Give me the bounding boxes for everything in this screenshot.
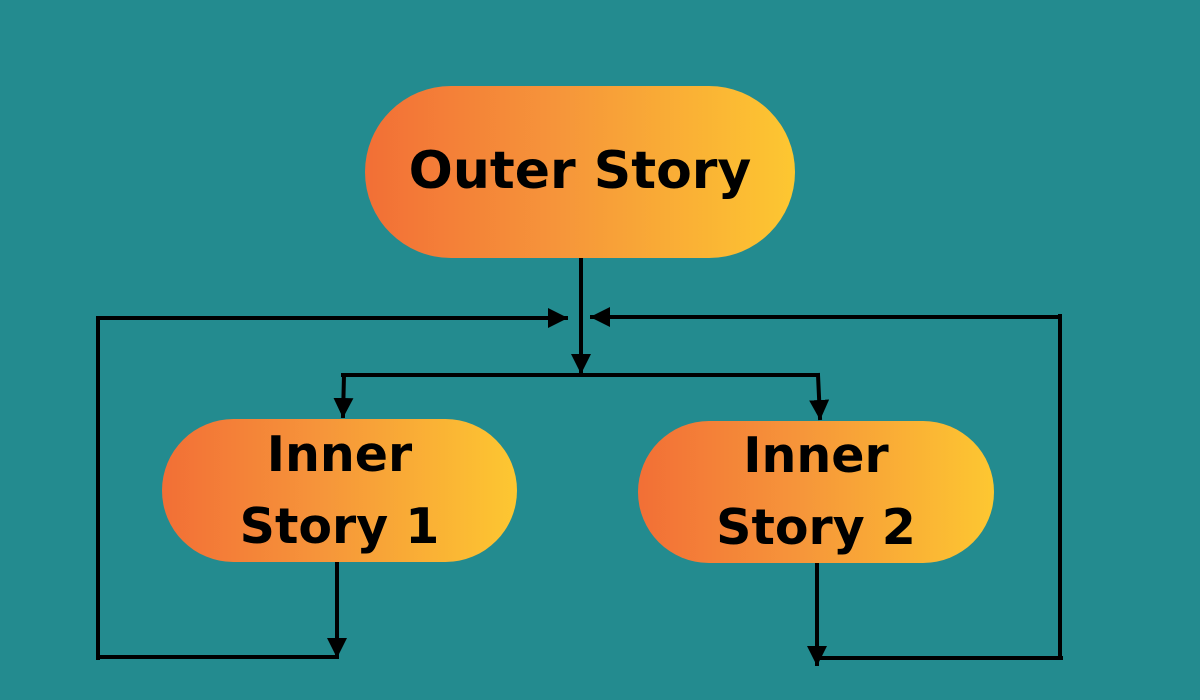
edge-to-inner-story-2	[809, 372, 830, 421]
inner-story-1-node: Inner Story 1	[162, 419, 517, 562]
edge-to-inner-story-1	[333, 372, 354, 419]
outer-story-label: Outer Story	[408, 141, 752, 202]
inner-story-1-label-line1: Inner	[266, 425, 413, 483]
inner-story-2-label-line1: Inner	[743, 427, 889, 484]
outer-story-node: Outer Story	[365, 86, 795, 258]
inner-story-2-label-line2: Story 2	[716, 499, 916, 556]
inner-story-2-node: Inner Story 2	[638, 421, 994, 563]
inner-story-1-label-line2: Story 1	[239, 497, 440, 555]
